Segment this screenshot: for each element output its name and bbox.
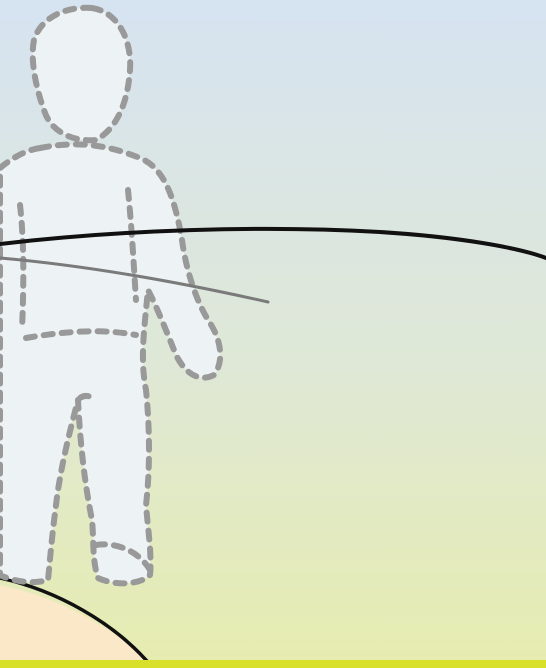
bottom-bar bbox=[0, 660, 546, 668]
figure-head bbox=[33, 8, 130, 140]
figure-arm-contour bbox=[20, 205, 23, 330]
